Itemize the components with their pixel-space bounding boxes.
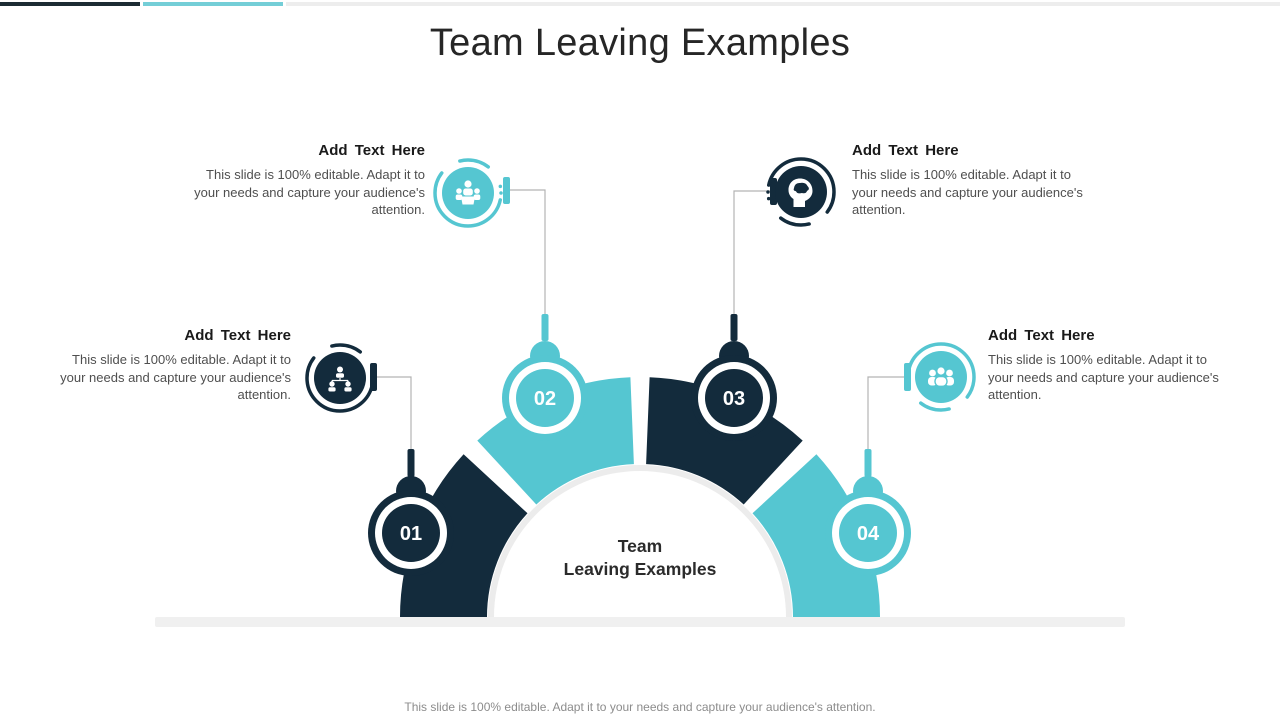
slide-title[interactable]: Team Leaving Examples xyxy=(429,22,851,64)
callout-top-right[interactable]: Add Text Here This slide is 100% editabl… xyxy=(852,142,1092,219)
connector-lines xyxy=(377,189,904,451)
connector-step3 xyxy=(733,190,770,316)
callout-middle-right[interactable]: Add Text Here This slide is 100% editabl… xyxy=(988,327,1228,404)
people-group-icon[interactable] xyxy=(906,342,976,412)
ring-segment-1[interactable] xyxy=(400,454,528,617)
connector-step4 xyxy=(867,376,904,451)
callout-heading: Add Text Here xyxy=(184,327,291,344)
semicircle-ring xyxy=(400,377,881,720)
icon-glyph xyxy=(788,178,813,207)
icon-glyph xyxy=(928,365,954,388)
icon-arc-ring xyxy=(305,343,375,413)
ring-segment-3[interactable] xyxy=(646,377,803,505)
topbar-segment-gray xyxy=(286,2,1280,6)
callout-middle-left[interactable]: Add Text Here This slide is 100% editabl… xyxy=(51,327,291,404)
connector-step2 xyxy=(510,189,546,316)
badge-inner xyxy=(382,504,440,562)
baseline-band xyxy=(155,617,1125,627)
center-circle[interactable] xyxy=(494,471,786,720)
org-chart-icon[interactable] xyxy=(305,343,375,413)
callout-heading: Add Text Here xyxy=(318,142,425,159)
callout-heading: Add Text Here xyxy=(852,142,959,159)
callout-body: This slide is 100% editable. Adapt it to… xyxy=(194,167,425,217)
ring-segment-2[interactable] xyxy=(477,377,634,505)
topbar-segment-teal xyxy=(143,2,283,6)
icon-arc-ring xyxy=(766,157,836,227)
badge-number: 03 xyxy=(723,388,745,410)
icon-glyph xyxy=(328,366,352,392)
icon-arc-ring xyxy=(433,158,503,228)
badge-number: 04 xyxy=(857,523,880,545)
icon-arc-ring xyxy=(906,342,976,412)
callout-top-left[interactable]: Add Text Here This slide is 100% editabl… xyxy=(185,142,425,219)
connector-step1 xyxy=(377,376,412,451)
callout-heading: Add Text Here xyxy=(988,327,1095,344)
step-badge-03[interactable]: 03 xyxy=(691,341,777,441)
step-badge-04[interactable]: 04 xyxy=(825,476,911,576)
badge-inner xyxy=(839,504,897,562)
center-label-line2: Leaving Examples xyxy=(564,559,717,579)
ring-segment-4[interactable] xyxy=(752,454,881,617)
step-badge-02[interactable]: 02 xyxy=(502,341,588,441)
head-brain-icon[interactable] xyxy=(766,157,836,227)
icon-glyph xyxy=(455,180,481,205)
callout-body: This slide is 100% editable. Adapt it to… xyxy=(60,352,291,402)
callout-body: This slide is 100% editable. Adapt it to… xyxy=(988,352,1219,402)
center-label-line1: Team xyxy=(618,536,662,556)
team-leader-icon[interactable] xyxy=(433,158,503,228)
badge-inner xyxy=(705,369,763,427)
badge-number: 02 xyxy=(534,388,556,410)
topbar-segment-navy xyxy=(0,2,140,6)
badge-number: 01 xyxy=(400,523,422,545)
step-badge-01[interactable]: 01 xyxy=(368,476,454,576)
center-label[interactable]: Team Leaving Examples xyxy=(564,536,717,579)
callout-body: This slide is 100% editable. Adapt it to… xyxy=(852,167,1083,217)
slide-footer-note[interactable]: This slide is 100% editable. Adapt it to… xyxy=(404,700,876,714)
badge-inner xyxy=(516,369,574,427)
